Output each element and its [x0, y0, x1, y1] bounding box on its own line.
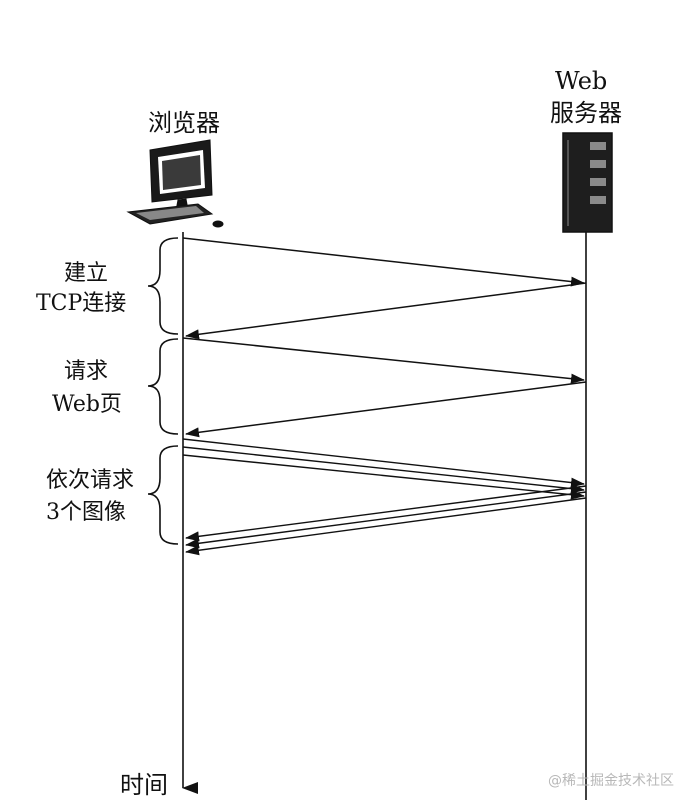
- phase-label-connect-1: 建立: [64, 261, 109, 286]
- phase-label-connect-2: TCP连接: [36, 291, 127, 316]
- brace-request-page: [147, 338, 179, 435]
- message-image-response-3: [185, 497, 587, 556]
- message-page-request: [182, 337, 585, 384]
- message-image-request-3: [182, 454, 585, 500]
- message-image-request-2: [182, 446, 585, 494]
- phase-label-images-1: 依次请求: [46, 468, 135, 493]
- phase-label-page-2: Web页: [52, 392, 122, 417]
- brace-request-images: [147, 445, 179, 545]
- phase-label-page-1: 请求: [64, 359, 109, 384]
- message-image-request-1: [182, 438, 585, 488]
- computer-icon: [126, 139, 224, 228]
- message-image-response-2: [185, 491, 587, 549]
- message-page-response: [185, 381, 587, 438]
- server-label-line1: Web: [555, 67, 608, 95]
- watermark: @稀土掘金技术社区: [548, 773, 674, 789]
- server-label-line2: 服务器: [550, 99, 622, 127]
- phase-label-images-2: 3个图像: [46, 500, 126, 525]
- time-axis-label: 时间: [120, 771, 168, 799]
- brace-connect: [147, 237, 179, 335]
- message-image-response-1: [185, 485, 587, 542]
- server-icon: [562, 132, 613, 233]
- message-syn-ack: [185, 282, 587, 340]
- browser-label: 浏览器: [148, 109, 220, 137]
- message-syn: [182, 237, 585, 287]
